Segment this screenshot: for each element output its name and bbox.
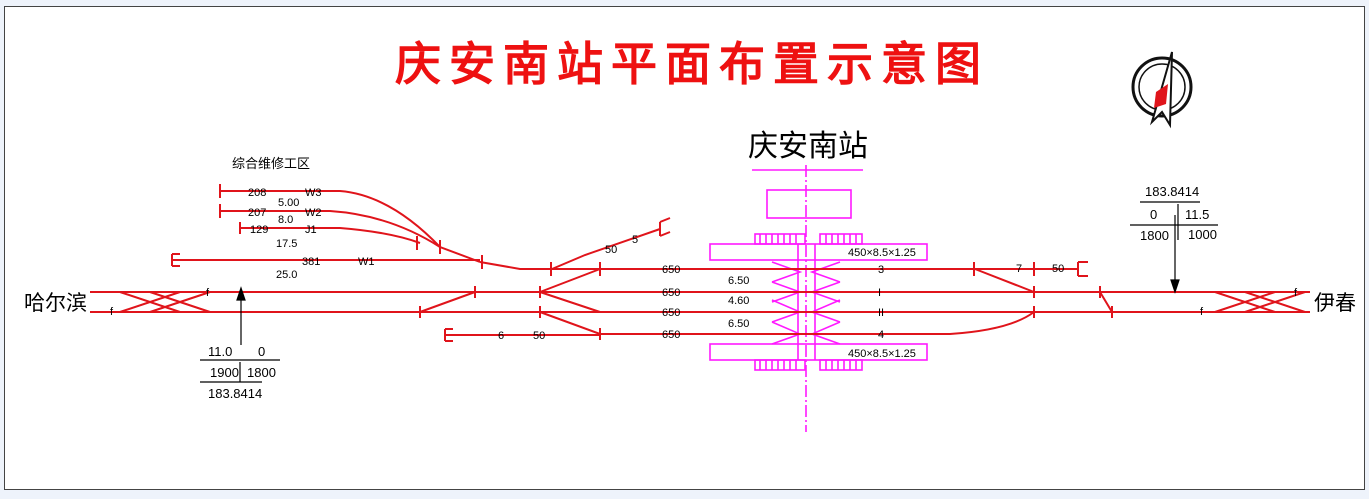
stub-label-right-a: 7	[1016, 263, 1022, 275]
railway-logo-icon	[1131, 51, 1193, 129]
siding-spacing-3: 17.5	[276, 238, 297, 250]
switch-mark-right-top: f	[1294, 287, 1298, 299]
stub-label-lower-b: 50	[533, 330, 545, 342]
track-length-3: 650	[662, 264, 680, 276]
siding-spacing-1: 5.00	[278, 197, 299, 209]
platform-size-bottom: 450×8.5×1.25	[848, 348, 916, 360]
track-length-i: 650	[662, 287, 680, 299]
grade-right-top-right: 11.5	[1185, 207, 1209, 222]
track-number-3: 3	[878, 264, 884, 276]
track-spacing-2: 4.60	[728, 295, 749, 307]
station-name: 庆安南站	[748, 129, 868, 164]
track-number-ii: II	[878, 307, 884, 319]
grade-right-chainage: 183.8414	[1145, 184, 1199, 199]
grade-right-bottom-left: 1800	[1140, 228, 1169, 243]
railway-tracks	[90, 184, 1310, 342]
grade-left-chainage: 183.8414	[208, 386, 262, 401]
siding-length-4: 381	[302, 256, 320, 268]
grade-left-top-left: 11.0	[208, 344, 232, 359]
siding-spacing-4: 25.0	[276, 269, 297, 281]
city-yichun: 伊春	[1314, 291, 1356, 315]
stub-label-right-b: 50	[1052, 263, 1064, 275]
grade-left-top-right: 0	[258, 344, 265, 359]
siding-track-w3: W3	[305, 187, 322, 199]
siding-length-1: 208	[248, 187, 266, 199]
track-number-4: 4	[878, 329, 884, 341]
grade-left-bottom-right: 1800	[247, 365, 276, 380]
platform-size-top: 450×8.5×1.25	[848, 247, 916, 259]
diagram-title: 庆安南站平面布置示意图	[395, 37, 989, 91]
siding-track-w2: W2	[305, 207, 322, 219]
station-building	[709, 165, 928, 432]
grade-right-top-left: 0	[1150, 207, 1157, 222]
siding-length-3: 129	[250, 224, 268, 236]
track-spacing-3: 6.50	[728, 318, 749, 330]
track-number-i: I	[878, 287, 881, 299]
track-spacing-1: 6.50	[728, 275, 749, 287]
track-length-4: 650	[662, 329, 680, 341]
grade-left-bottom-left: 1900	[210, 365, 239, 380]
grade-right-bottom-right: 1000	[1188, 227, 1217, 242]
maintenance-area-label: 综合维修工区	[232, 157, 310, 172]
switch-mark-left-top: f	[206, 287, 210, 299]
track-length-ii: 650	[662, 307, 680, 319]
city-harbin: 哈尔滨	[24, 291, 87, 315]
stub-label-upper-b: 5	[632, 234, 638, 246]
siding-length-2: 207	[248, 207, 266, 219]
stub-label-upper-a: 50	[605, 244, 617, 256]
stub-label-lower-a: 6	[498, 330, 504, 342]
siding-spacing-2: 8.0	[278, 214, 293, 226]
switch-mark-right-bottom: f	[1200, 306, 1204, 318]
siding-track-w1: W1	[358, 256, 375, 268]
chainage-arrows	[200, 201, 1218, 383]
switch-mark-left-bottom: f	[110, 306, 114, 318]
siding-track-j1: J1	[305, 224, 317, 236]
